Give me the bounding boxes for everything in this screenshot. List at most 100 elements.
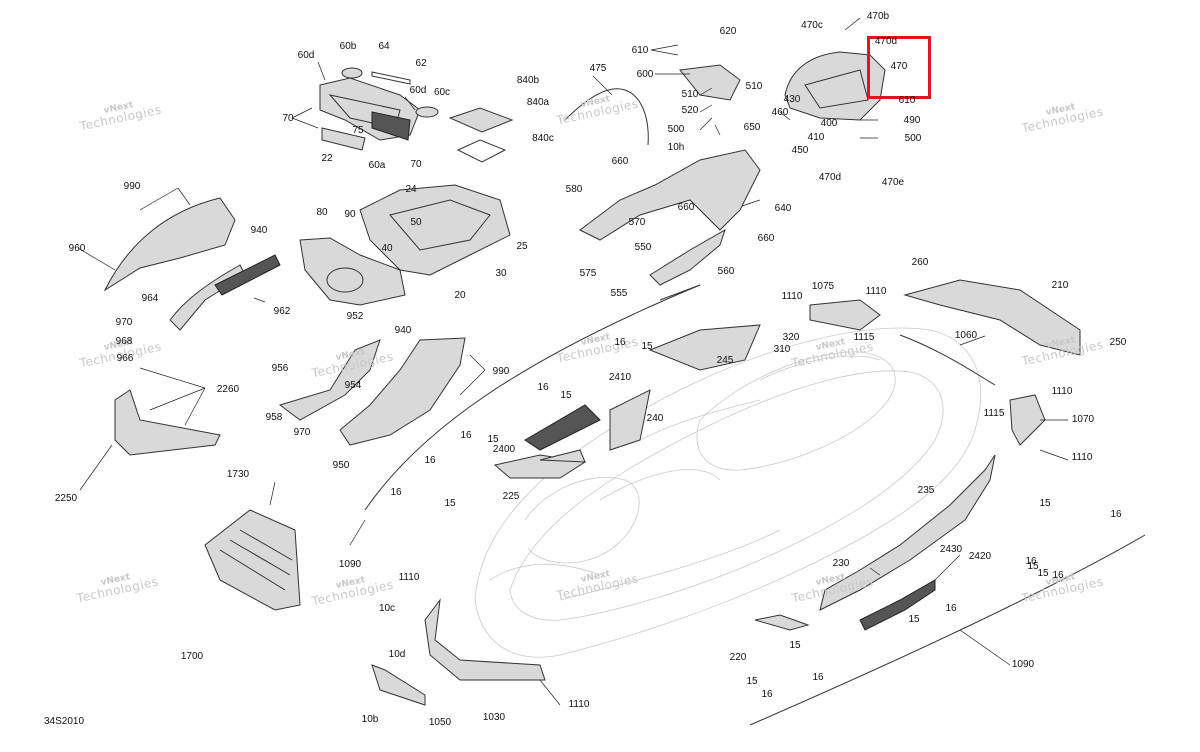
part-label[interactable]: 1070	[1071, 414, 1095, 425]
part-label[interactable]: 1060	[954, 330, 978, 341]
part-label[interactable]: 990	[123, 181, 141, 192]
part-label[interactable]: 940	[250, 225, 268, 236]
part-label[interactable]: 16	[424, 455, 436, 466]
part-label[interactable]: 16	[1052, 570, 1064, 581]
part-label[interactable]: 660	[757, 233, 775, 244]
part-label[interactable]: 650	[743, 122, 761, 133]
part-label[interactable]: 40	[381, 243, 393, 254]
part-label[interactable]: 550	[634, 242, 652, 253]
part-label[interactable]: 240	[646, 413, 664, 424]
part-label[interactable]: 470e	[881, 177, 905, 188]
part-label[interactable]: 10d	[388, 649, 406, 660]
part-label[interactable]: 2430	[939, 544, 963, 555]
part-label[interactable]: 950	[332, 460, 350, 471]
part-label[interactable]: 15	[444, 498, 456, 509]
part-label[interactable]: 990	[492, 366, 510, 377]
part-label[interactable]: 1110	[865, 286, 887, 297]
part-label[interactable]: 16	[390, 487, 402, 498]
part-label[interactable]: 22	[321, 153, 333, 164]
part-label[interactable]: 70	[282, 113, 294, 124]
part-label[interactable]: 964	[141, 293, 159, 304]
part-label[interactable]: 1700	[180, 651, 204, 662]
part-label[interactable]: 520	[681, 105, 699, 116]
part-label[interactable]: 962	[273, 306, 291, 317]
part-label[interactable]: 1075	[811, 281, 835, 292]
part-label[interactable]: 2420	[968, 551, 992, 562]
part-label[interactable]: 64	[378, 41, 390, 52]
part-label[interactable]: 2260	[216, 384, 240, 395]
part-label[interactable]: 220	[729, 652, 747, 663]
part-label[interactable]: 610	[631, 45, 649, 56]
part-label[interactable]: 10h	[667, 142, 685, 153]
part-label[interactable]: 620	[719, 26, 737, 37]
part-label[interactable]: 16	[761, 689, 773, 700]
part-label[interactable]: 320	[782, 332, 800, 343]
part-label[interactable]: 1115	[983, 408, 1005, 419]
part-label[interactable]: 1090	[1011, 659, 1035, 670]
part-label[interactable]: 60c	[433, 87, 451, 98]
part-label[interactable]: 954	[344, 380, 362, 391]
part-label[interactable]: 250	[1109, 337, 1127, 348]
part-label[interactable]: 1110	[568, 699, 590, 710]
part-label[interactable]: 470d	[874, 36, 898, 47]
part-label[interactable]: 470c	[801, 20, 823, 31]
part-label[interactable]: 60d	[297, 50, 315, 61]
part-label[interactable]: 16	[945, 603, 957, 614]
part-label[interactable]: 966	[116, 353, 134, 364]
part-label[interactable]: 570	[628, 217, 646, 228]
part-label[interactable]: 310	[773, 344, 791, 355]
part-label[interactable]: 15	[560, 390, 572, 401]
part-label[interactable]: 970	[115, 317, 133, 328]
part-label[interactable]: 640	[774, 203, 792, 214]
part-label[interactable]: 90	[344, 209, 356, 220]
part-label[interactable]: 60d	[409, 85, 427, 96]
part-label[interactable]: 958	[265, 412, 283, 423]
part-label[interactable]: 490	[903, 115, 921, 126]
part-label[interactable]: 16	[537, 382, 549, 393]
part-label[interactable]: 15	[789, 640, 801, 651]
part-label[interactable]: 510	[745, 81, 763, 92]
part-label[interactable]: 1730	[226, 469, 250, 480]
part-label[interactable]: 15	[746, 676, 758, 687]
part-label[interactable]: 970	[293, 427, 311, 438]
part-label[interactable]: 1110	[398, 572, 420, 583]
part-label[interactable]: 2410	[608, 372, 632, 383]
part-label[interactable]: 225	[502, 491, 520, 502]
part-label[interactable]: 560	[717, 266, 735, 277]
part-label[interactable]: 410	[807, 132, 825, 143]
part-label[interactable]: 968	[115, 336, 133, 347]
part-label[interactable]: 660	[677, 202, 695, 213]
part-label[interactable]: 16	[460, 430, 472, 441]
part-label[interactable]: 260	[911, 257, 929, 268]
part-label[interactable]: 1110	[1051, 386, 1073, 397]
part-label[interactable]: 600	[636, 69, 654, 80]
part-label[interactable]: 15	[487, 434, 499, 445]
part-label[interactable]: 16	[1025, 556, 1037, 567]
part-label[interactable]: 450	[791, 145, 809, 156]
part-label[interactable]: 60b	[339, 41, 357, 52]
part-label[interactable]: 840b	[516, 75, 540, 86]
part-label[interactable]: 15	[1039, 498, 1051, 509]
part-label[interactable]: 1090	[338, 559, 362, 570]
part-label[interactable]: 940	[394, 325, 412, 336]
part-label[interactable]: 960	[68, 243, 86, 254]
part-label[interactable]: 1110	[1071, 452, 1093, 463]
part-label[interactable]: 430	[783, 94, 801, 105]
part-label[interactable]: 230	[832, 558, 850, 569]
part-label[interactable]: 50	[410, 217, 422, 228]
part-label[interactable]: 2400	[492, 444, 516, 455]
part-label[interactable]: 956	[271, 363, 289, 374]
part-label[interactable]: 245	[716, 355, 734, 366]
part-label[interactable]: 660	[611, 156, 629, 167]
part-label[interactable]: 952	[346, 311, 364, 322]
part-label[interactable]: 1050	[428, 717, 452, 728]
part-label[interactable]: 62	[415, 58, 427, 69]
part-label[interactable]: 60a	[368, 160, 386, 171]
part-label[interactable]: 80	[316, 207, 328, 218]
part-label[interactable]: 470b	[866, 11, 890, 22]
part-label[interactable]: 235	[917, 485, 935, 496]
part-label[interactable]: 470	[890, 61, 908, 72]
part-label[interactable]: 24	[405, 184, 417, 195]
part-label[interactable]: 16	[1110, 509, 1122, 520]
part-label[interactable]: 1115	[853, 332, 875, 343]
